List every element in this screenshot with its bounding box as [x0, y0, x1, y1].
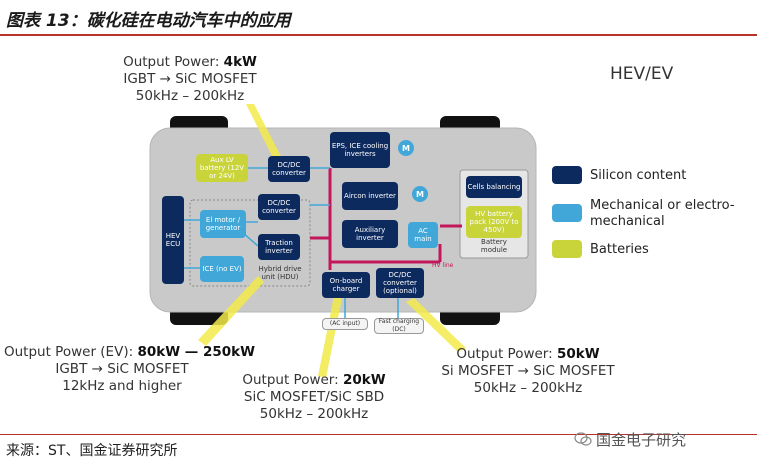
legend-label-silicon: Silicon content [590, 168, 687, 183]
cells-balancing-block: Cells balancing [466, 176, 522, 198]
callout-middle-label: Output Power: [242, 372, 343, 388]
figure-title: 图表 13：碳化硅在电动汽车中的应用 [6, 11, 291, 31]
hev-ecu-block: HEV ECU [162, 196, 184, 284]
title-divider [0, 34, 757, 36]
callout-top-line3: 50kHz – 200kHz [135, 88, 245, 104]
battery-module-label: Battery module [480, 238, 508, 254]
el-motor-block: El motor / generator [200, 210, 246, 238]
legend-swatch-silicon [552, 166, 582, 184]
onboard-charger-block: On-board charger [322, 272, 370, 298]
dcdc-optional-block: DC/DC converter (optional) [376, 268, 424, 298]
callout-top-line2: IGBT → SiC MOSFET [123, 71, 257, 87]
motor-icon: M [398, 140, 414, 156]
callout-middle-line3: 50kHz – 200kHz [259, 406, 369, 422]
traction-inverter-block: Traction inverter [258, 234, 300, 260]
ac-main-block: AC main [408, 222, 438, 248]
motor-icon: M [412, 186, 428, 202]
dcdc-top-block: DC/DC converter [268, 156, 310, 182]
callout-middle: Output Power: 20kW SiC MOSFET/SiC SBD 50… [226, 372, 402, 423]
callout-left-line2: IGBT → SiC MOSFET [55, 361, 189, 377]
callout-pointers [198, 104, 466, 378]
aux-battery-block: Aux LV battery (12V or 24V) [196, 154, 248, 182]
callout-left-value: 80kW — 250kW [137, 344, 256, 360]
callout-right-label: Output Power: [456, 346, 557, 362]
callout-top-label: Output Power: [123, 54, 224, 70]
wechat-icon [574, 432, 592, 446]
callout-left: Output Power (EV): 80kW — 250kW IGBT → S… [4, 344, 255, 395]
callout-left-label: Output Power (EV): [4, 344, 138, 360]
callout-middle-value: 20kW [342, 372, 386, 388]
callout-right-line3: 50kHz – 200kHz [473, 380, 583, 396]
vehicle-type-label: HEV/EV [610, 64, 674, 84]
callout-middle-line2: SiC MOSFET/SiC SBD [243, 389, 385, 405]
ice-block: ICE (no EV) [200, 256, 244, 282]
hv-line [310, 168, 462, 270]
fast-charging-block: Fast charging (DC) [374, 318, 424, 334]
footer-divider [0, 434, 757, 435]
ac-input-block: (AC input) [322, 318, 368, 330]
hybrid-drive-label: Hybrid drive unit (HDU) [258, 265, 302, 281]
legend-swatch-mechanical [552, 204, 582, 222]
eps-ice-block: EPS, ICE cooling inverters [330, 132, 390, 168]
aircon-block: Aircon inverter [342, 182, 398, 210]
hv-line-label: HV line [432, 262, 454, 269]
legend-label-batteries: Batteries [590, 242, 649, 257]
legend-label-mechanical: Mechanical or electro-mechanical [590, 198, 735, 229]
legend-swatch-batteries [552, 240, 582, 258]
callout-right-value: 50kW [556, 346, 600, 362]
callout-right-line2: Si MOSFET → SiC MOSFET [441, 363, 615, 379]
callout-top: Output Power: 4kW IGBT → SiC MOSFET 50kH… [100, 54, 280, 105]
hv-battery-block: HV battery pack (200V to 450V) [466, 206, 522, 238]
callout-right: Output Power: 50kW Si MOSFET → SiC MOSFE… [428, 346, 628, 397]
callout-top-value: 4kW [223, 54, 257, 70]
auxiliary-inverter-block: Auxiliary inverter [342, 220, 398, 248]
source-note: 来源：ST、国金证券研究所 [6, 443, 178, 459]
callout-left-line3: 12kHz and higher [62, 378, 182, 394]
watermark-text: 国金电子研究 [596, 431, 687, 449]
dcdc-mid-block: DC/DC converter [258, 194, 300, 220]
